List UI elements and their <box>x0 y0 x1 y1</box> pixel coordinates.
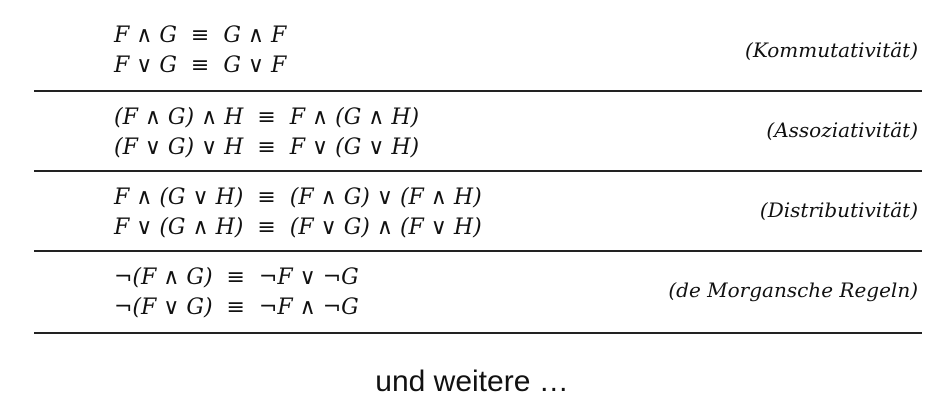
equation-line: F ∧ (G ∨ H) ≡ (F ∧ G) ∨ (F ∧ H) <box>114 185 482 210</box>
equation-line: (F ∧ G) ∧ H ≡ F ∧ (G ∧ H) <box>114 105 420 130</box>
equation-line: F ∨ G ≡ G ∨ F <box>114 53 287 78</box>
footer-text: und weitere … <box>375 365 569 398</box>
law-name: (de Morgansche Regeln) <box>668 278 918 302</box>
law-name: (Assoziativität) <box>766 118 918 142</box>
equation-line: F ∧ G ≡ G ∧ F <box>114 23 287 48</box>
law-name: (Kommutativität) <box>745 38 918 62</box>
equation-line: ¬(F ∨ G) ≡ ¬F ∧ ¬G <box>114 295 359 320</box>
law-name: (Distributivität) <box>759 198 918 222</box>
equation-line: ¬(F ∧ G) ≡ ¬F ∨ ¬G <box>114 265 359 290</box>
equation-line: (F ∨ G) ∨ H ≡ F ∨ (G ∨ H) <box>114 135 420 160</box>
law-group-kommutativitaet: F ∧ G ≡ G ∧ F F ∨ G ≡ G ∨ F (Kommutativi… <box>34 12 922 92</box>
law-group-de-morgan: ¬(F ∧ G) ≡ ¬F ∨ ¬G ¬(F ∨ G) ≡ ¬F ∧ ¬G (d… <box>34 252 922 334</box>
equivalence-laws-table: F ∧ G ≡ G ∧ F F ∨ G ≡ G ∨ F (Kommutativi… <box>34 12 922 334</box>
law-group-distributivitaet: F ∧ (G ∨ H) ≡ (F ∧ G) ∨ (F ∧ H) F ∨ (G ∧… <box>34 172 922 252</box>
law-group-assoziativitaet: (F ∧ G) ∧ H ≡ F ∧ (G ∧ H) (F ∨ G) ∨ H ≡ … <box>34 92 922 172</box>
equation-line: F ∨ (G ∧ H) ≡ (F ∨ G) ∧ (F ∨ H) <box>114 215 482 240</box>
